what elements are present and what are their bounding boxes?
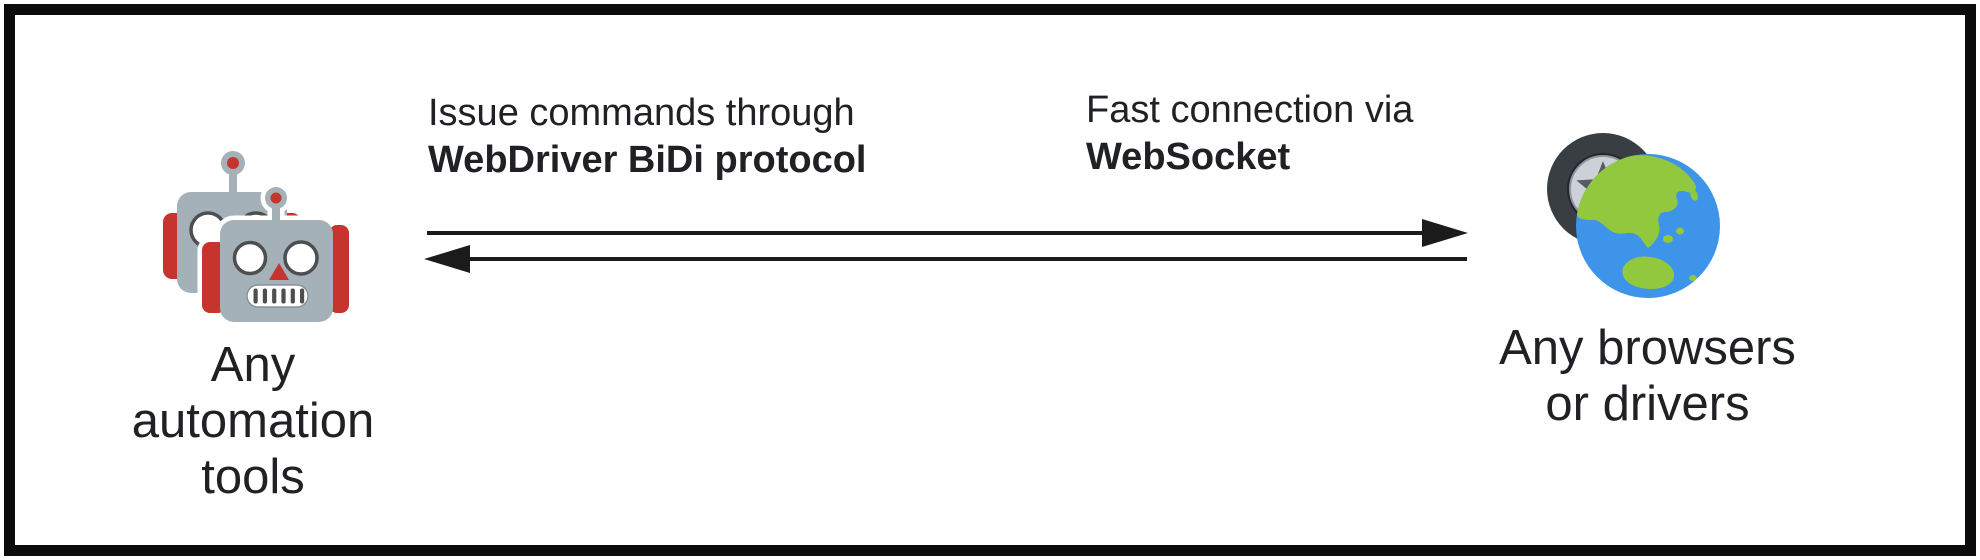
robots-icon xyxy=(163,151,353,323)
right-node-label: Any browsers or drivers xyxy=(1470,320,1825,432)
top-arrow-label-line2: WebDriver BiDi protocol xyxy=(428,139,867,181)
bidirectional-arrows-icon xyxy=(424,219,1468,273)
right-arrow-icon xyxy=(427,219,1468,247)
left-node-label: Any automation tools xyxy=(103,337,403,505)
left-node-label-line: tools xyxy=(201,450,305,504)
left-node-label-line: Any xyxy=(210,338,296,392)
bottom-arrow-label-line1: Fast connection via xyxy=(1086,89,1414,131)
left-arrow-icon xyxy=(424,245,1467,273)
front-robot-head-icon xyxy=(202,187,349,322)
left-node-label-line: automation xyxy=(131,394,375,448)
globe-icon xyxy=(1576,154,1720,298)
wheel-globe-icon xyxy=(1547,133,1720,298)
top-arrow-label-line1: Issue commands through xyxy=(428,92,855,134)
bottom-arrow-label-line2: WebSocket xyxy=(1086,136,1291,178)
top-arrow-label: Issue commands through WebDriver BiDi pr… xyxy=(428,90,866,184)
right-node-label-line: Any browsers xyxy=(1499,321,1796,375)
bottom-arrow-label: Fast connection via WebSocket xyxy=(1086,87,1413,181)
right-node-label-line: or drivers xyxy=(1545,377,1750,431)
